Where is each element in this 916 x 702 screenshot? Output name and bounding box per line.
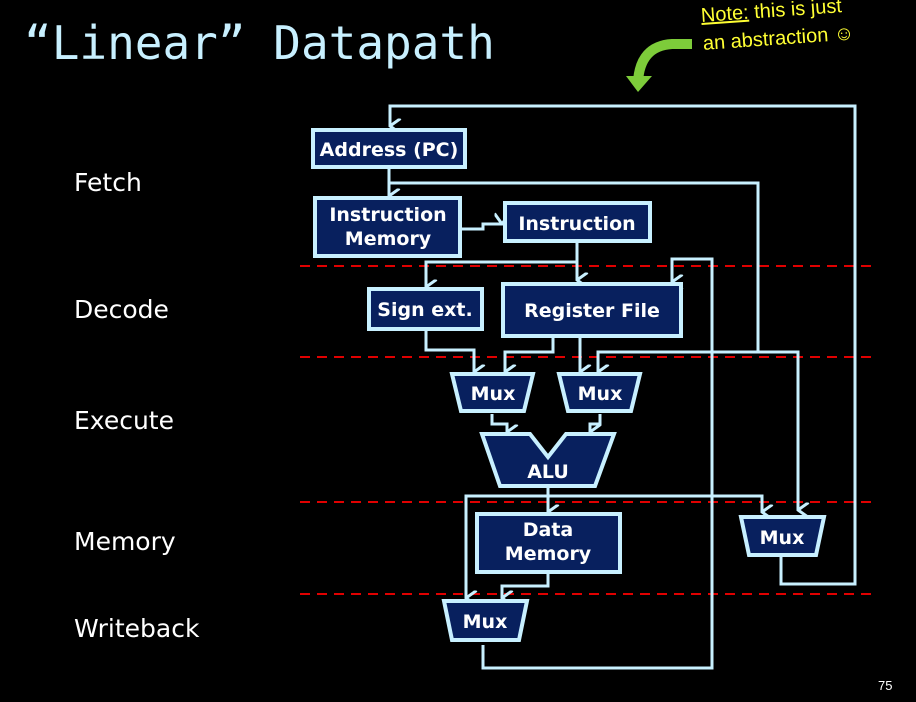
wires	[387, 104, 857, 670]
page-number: 75	[878, 678, 893, 693]
alu: ALU	[479, 432, 617, 488]
data-memory: Data Memory	[475, 512, 622, 574]
register-file: Register File	[501, 282, 683, 338]
stage-label-execute: Execute	[74, 406, 174, 435]
dmem-label-1: Data	[523, 519, 574, 541]
wire-instr-signext	[424, 260, 577, 287]
curved-arrow-icon	[626, 39, 692, 92]
wire-writeback-regfile	[481, 257, 714, 670]
wire-imem-instr	[460, 224, 502, 231]
mux-b-label: Mux	[578, 383, 623, 405]
imem-label-2: Memory	[345, 228, 432, 250]
stage-label-decode: Decode	[74, 295, 169, 324]
wire-pc-muxb	[596, 350, 758, 372]
instruction-memory: Instruction Memory	[313, 196, 462, 258]
dmem-label-2: Memory	[505, 543, 592, 565]
register-file-label: Register File	[524, 300, 660, 322]
mux-writeback: Mux	[441, 599, 530, 642]
sign-ext-label: Sign ext.	[377, 299, 472, 321]
stage-label-memory: Memory	[74, 527, 176, 556]
mux-a-label: Mux	[471, 383, 516, 405]
mux-wb-label: Mux	[463, 611, 508, 633]
wire-muxb-alu	[588, 414, 602, 432]
sign-extender: Sign ext.	[367, 287, 484, 331]
slide-title: “Linear” Datapath	[24, 16, 495, 70]
instruction-register: Instruction	[503, 201, 652, 243]
stage-label-writeback: Writeback	[74, 614, 200, 643]
instruction-label: Instruction	[518, 213, 635, 235]
alu-label: ALU	[527, 461, 569, 483]
wire-alu-muxwb	[464, 494, 548, 598]
mux-alu-a: Mux	[449, 372, 536, 413]
pc-label: Address (PC)	[320, 139, 459, 161]
wire-alu-muxpc	[548, 494, 762, 512]
mux-alu-b: Mux	[556, 372, 643, 413]
pc-register: Address (PC)	[311, 128, 467, 169]
stage-label-fetch: Fetch	[74, 168, 142, 197]
mux-next-pc: Mux	[738, 515, 827, 557]
mux-pc-label: Mux	[760, 527, 805, 549]
wire-muxa-alu	[490, 414, 507, 432]
wire-next-pc	[388, 104, 857, 586]
wire-regfile-muxa	[503, 337, 555, 372]
wire-signext-muxa	[424, 330, 474, 372]
imem-label-1: Instruction	[329, 204, 446, 226]
wire-dmem-muxwb	[500, 572, 550, 598]
